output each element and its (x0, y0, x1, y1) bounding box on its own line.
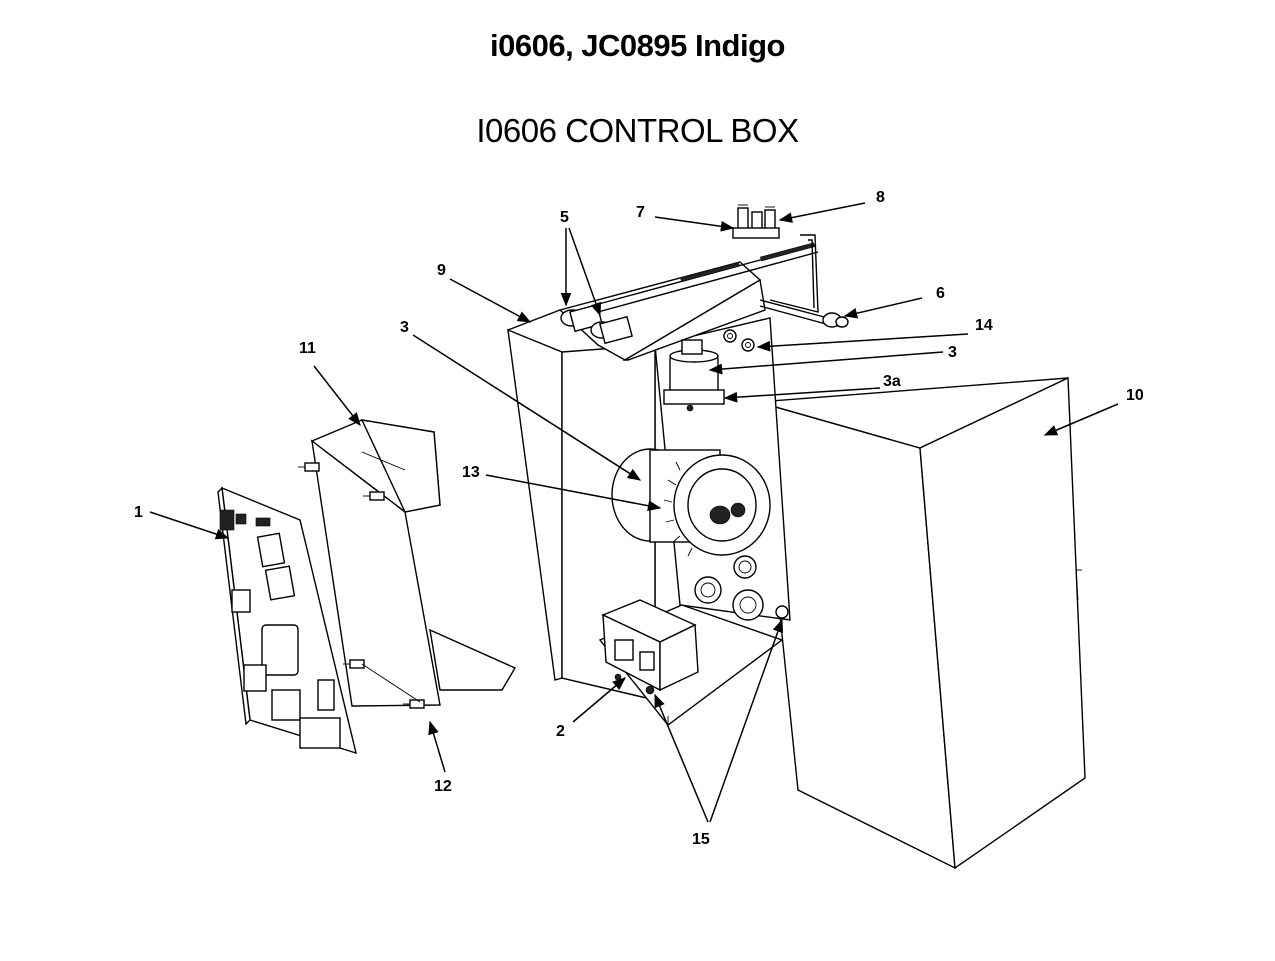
leader-lines (149, 202, 1119, 823)
callout-3-left: 3 (400, 319, 409, 336)
callout-2: 2 (556, 723, 565, 740)
callout-12: 12 (434, 778, 452, 795)
callout-10: 10 (1126, 387, 1144, 404)
panel-knockouts (694, 555, 789, 621)
terminal-block-part (601, 599, 699, 695)
callout-3-right: 3 (948, 344, 957, 361)
nut-pair-part (723, 329, 755, 352)
callout-8: 8 (876, 189, 885, 206)
callout-15: 15 (692, 831, 710, 848)
callout-9: 9 (437, 262, 446, 279)
callout-7: 7 (636, 204, 645, 221)
callout-3a: 3a (883, 373, 901, 390)
callout-13: 13 (462, 464, 480, 481)
callout-11: 11 (299, 340, 316, 357)
end-fitting-part (822, 312, 849, 328)
valve-fittings-part (732, 204, 780, 239)
callout-6: 6 (936, 285, 945, 302)
callout-14: 14 (975, 317, 993, 334)
diagram-title: i0606, JC0895 Indigo (490, 28, 785, 63)
front-cover-part (757, 376, 1086, 870)
control-board-part (217, 486, 357, 755)
callout-labels: 1 2 3 3 3a 5 6 7 8 9 10 11 12 13 14 15 (134, 189, 1144, 848)
relay-part (663, 339, 725, 412)
callout-1: 1 (134, 504, 143, 521)
diagram-subtitle: I0606 CONTROL BOX (476, 112, 799, 149)
callout-5: 5 (560, 209, 569, 226)
